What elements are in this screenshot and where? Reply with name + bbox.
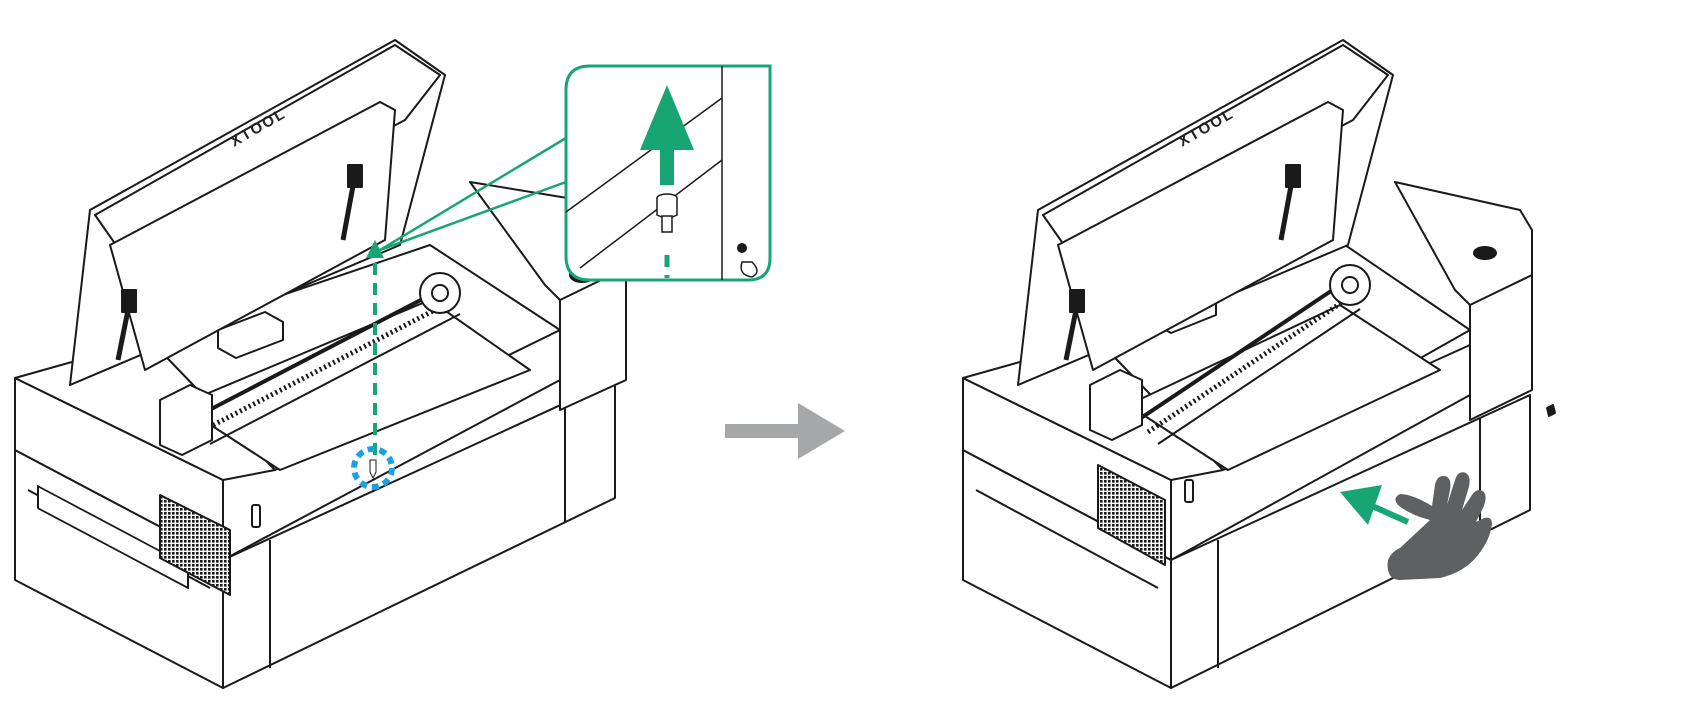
machine-after (962, 39, 1556, 689)
hand-push-icon (1387, 472, 1492, 580)
push-arrow (1340, 485, 1410, 525)
removed-screw (1546, 404, 1556, 417)
machine-before (14, 39, 627, 689)
vent-grille (159, 494, 231, 596)
screw-detail (656, 193, 678, 233)
callout-connector-bottom (379, 180, 567, 252)
arrow-up-icon (640, 85, 694, 185)
trace-arrowhead (366, 240, 384, 258)
arrow-right-icon (725, 403, 845, 459)
dashed-circle-icon (351, 446, 395, 490)
drawer-slot (37, 485, 189, 590)
laser-head (159, 384, 213, 456)
zoom-callout (564, 64, 772, 282)
callout-connector-top (379, 136, 567, 252)
vent-grille-after (1097, 464, 1166, 566)
